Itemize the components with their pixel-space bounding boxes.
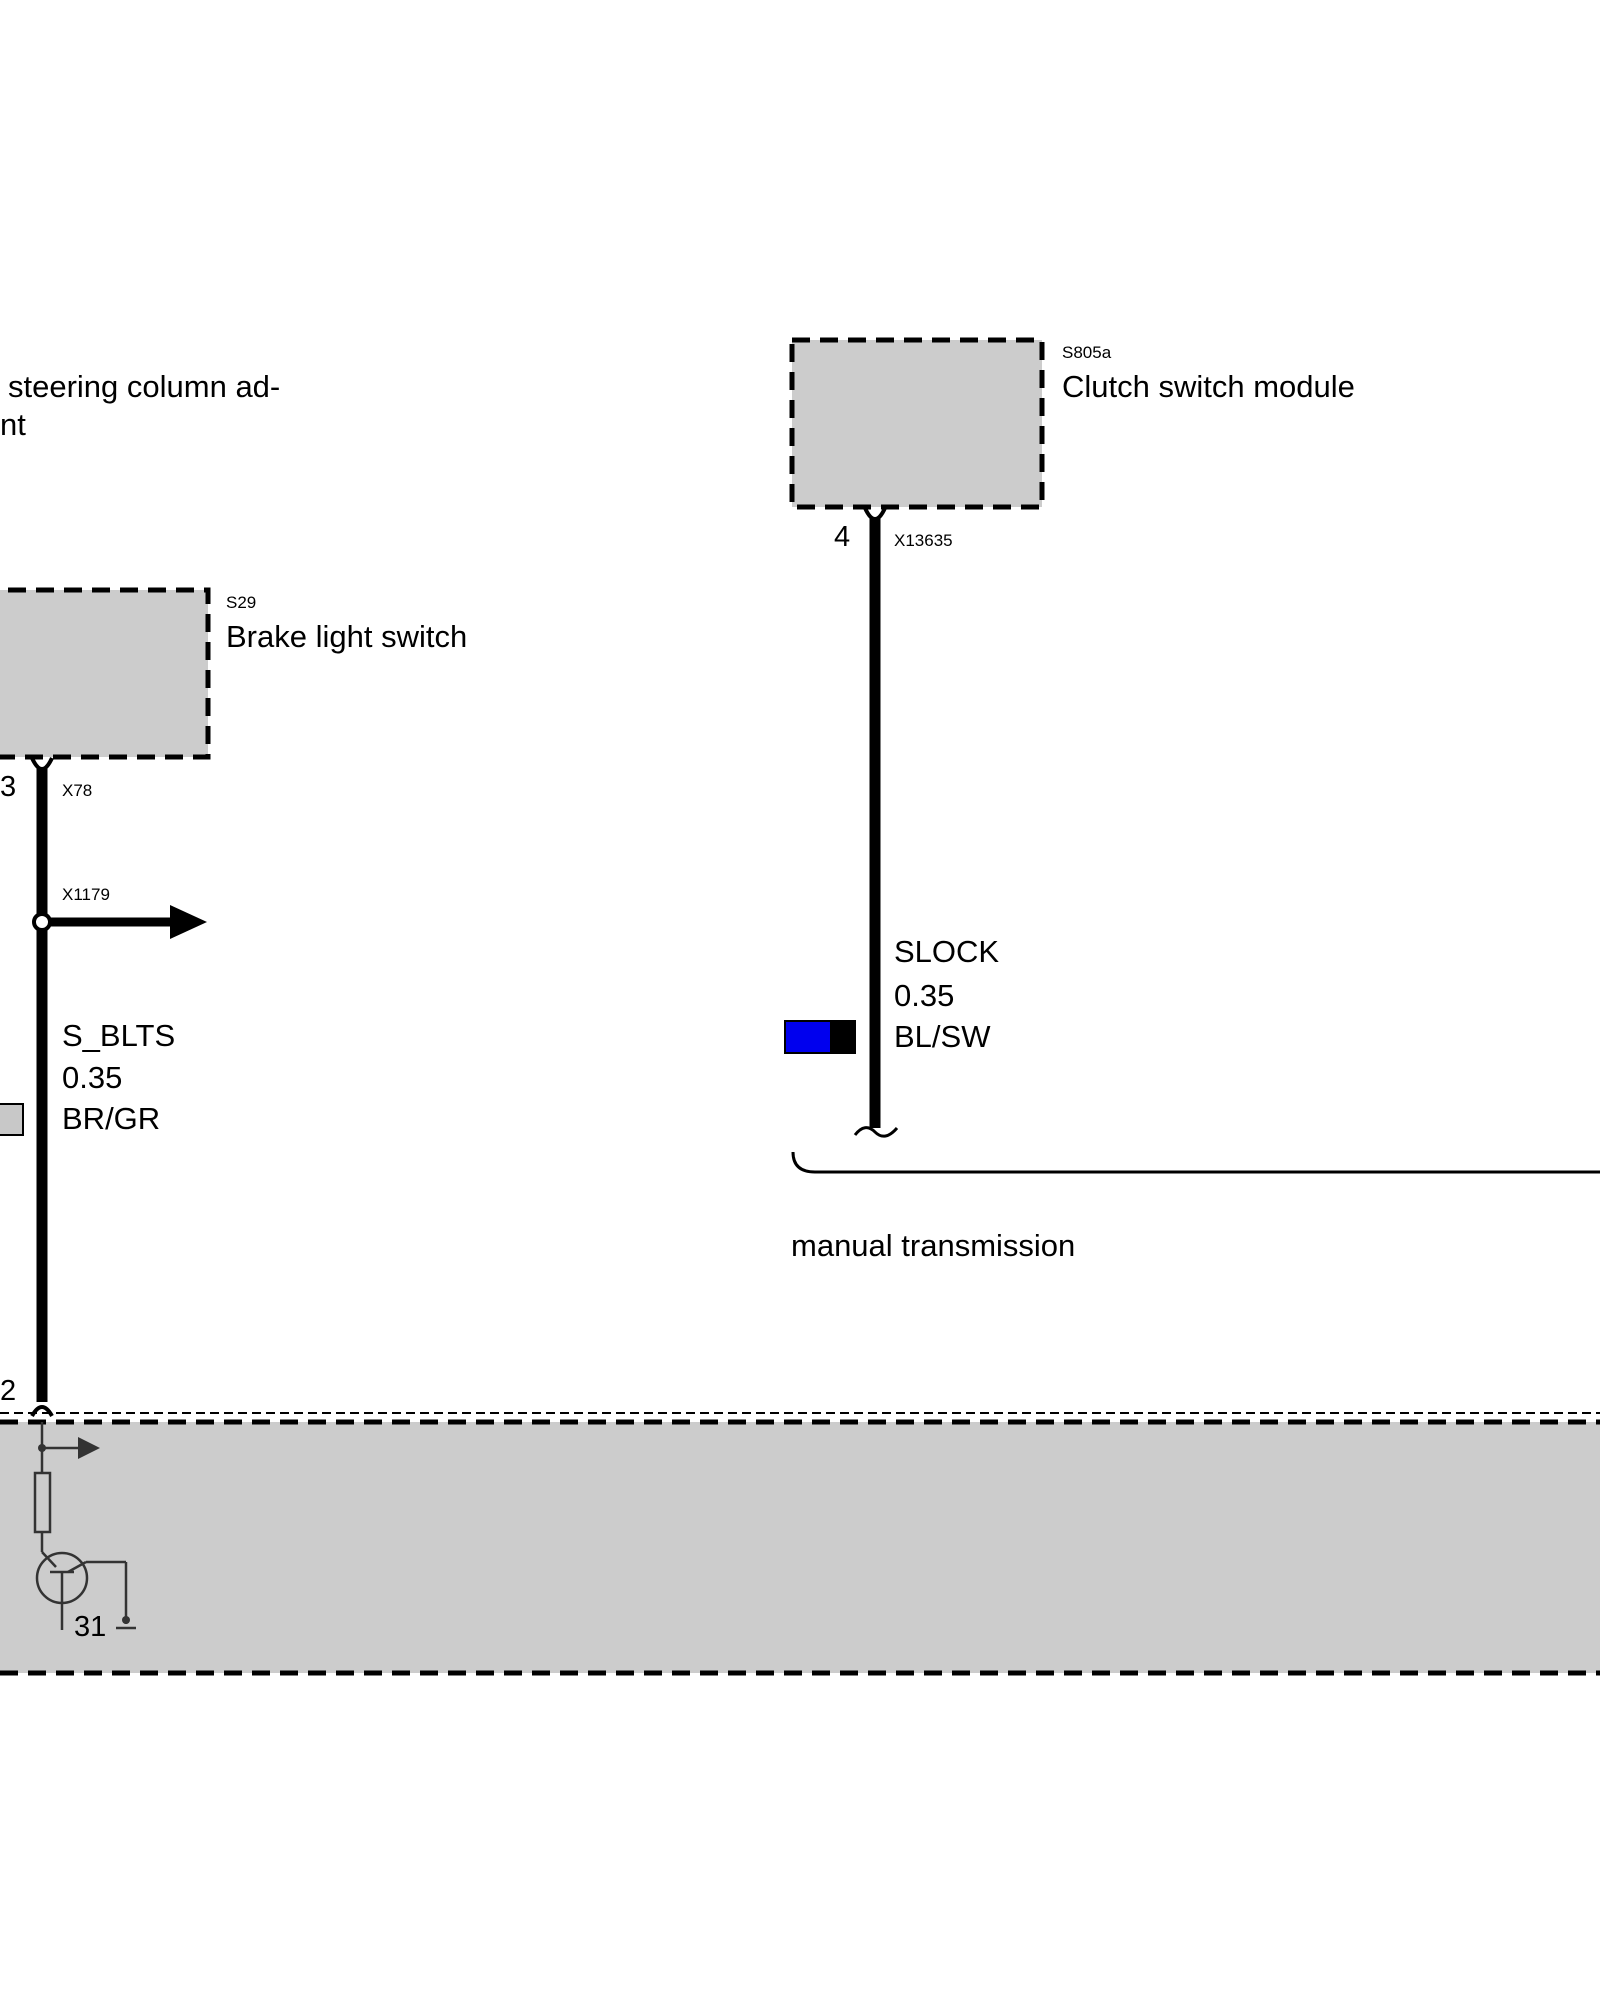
slock-signal-name: SLOCK bbox=[894, 934, 999, 969]
resistor-icon bbox=[33, 1471, 52, 1534]
control-unit-box[interactable] bbox=[0, 1422, 1600, 1673]
clutch-pin-number: 4 bbox=[834, 521, 850, 553]
brake-pin-connector bbox=[30, 757, 54, 771]
clutch-switch-module[interactable] bbox=[789, 337, 1045, 510]
brake-pin-number: 3 bbox=[0, 771, 16, 803]
slock-color-code: BL/SW bbox=[894, 1019, 991, 1054]
slock-wire-break bbox=[853, 1126, 899, 1138]
s-blts-color-code: BR/GR bbox=[62, 1101, 160, 1136]
splice-node bbox=[32, 912, 52, 932]
clutch-connector-id: X13635 bbox=[894, 531, 953, 550]
s-blts-signal-name: S_BLTS bbox=[62, 1018, 175, 1053]
manual-transmission-bracket bbox=[791, 1151, 1600, 1174]
brake-light-switch-box[interactable] bbox=[0, 587, 211, 760]
control-unit-pin-connector bbox=[30, 1405, 54, 1418]
slock-color-swatch bbox=[784, 1020, 856, 1054]
brake-switch-name: Brake light switch bbox=[226, 619, 467, 654]
splice-id: X1179 bbox=[62, 885, 110, 904]
ground-terminal-label: 31 bbox=[74, 1611, 106, 1643]
control-unit-pin-number: 2 bbox=[0, 1375, 16, 1407]
slock-gauge: 0.35 bbox=[894, 978, 954, 1013]
brake-light-switch[interactable] bbox=[0, 587, 211, 760]
clutch-module-code: S805a bbox=[1062, 343, 1112, 362]
s-blts-color-swatch bbox=[0, 1103, 24, 1136]
internal-circuit bbox=[33, 1422, 136, 1630]
control-unit[interactable] bbox=[0, 1412, 1600, 1676]
steering-column-label-line2: nt bbox=[0, 407, 26, 442]
brake-connector-id: X78 bbox=[62, 781, 92, 800]
splice-arrow-icon bbox=[170, 905, 207, 939]
clutch-switch-module-box[interactable] bbox=[789, 337, 1045, 510]
steering-column-label-line1: steering column ad- bbox=[8, 369, 280, 404]
s-blts-gauge: 0.35 bbox=[62, 1060, 122, 1095]
clutch-pin-connector bbox=[863, 507, 887, 521]
manual-transmission-label: manual transmission bbox=[791, 1228, 1075, 1263]
clutch-module-name: Clutch switch module bbox=[1062, 369, 1355, 404]
internal-arrow-icon bbox=[78, 1437, 100, 1459]
brake-switch-code: S29 bbox=[226, 593, 256, 612]
